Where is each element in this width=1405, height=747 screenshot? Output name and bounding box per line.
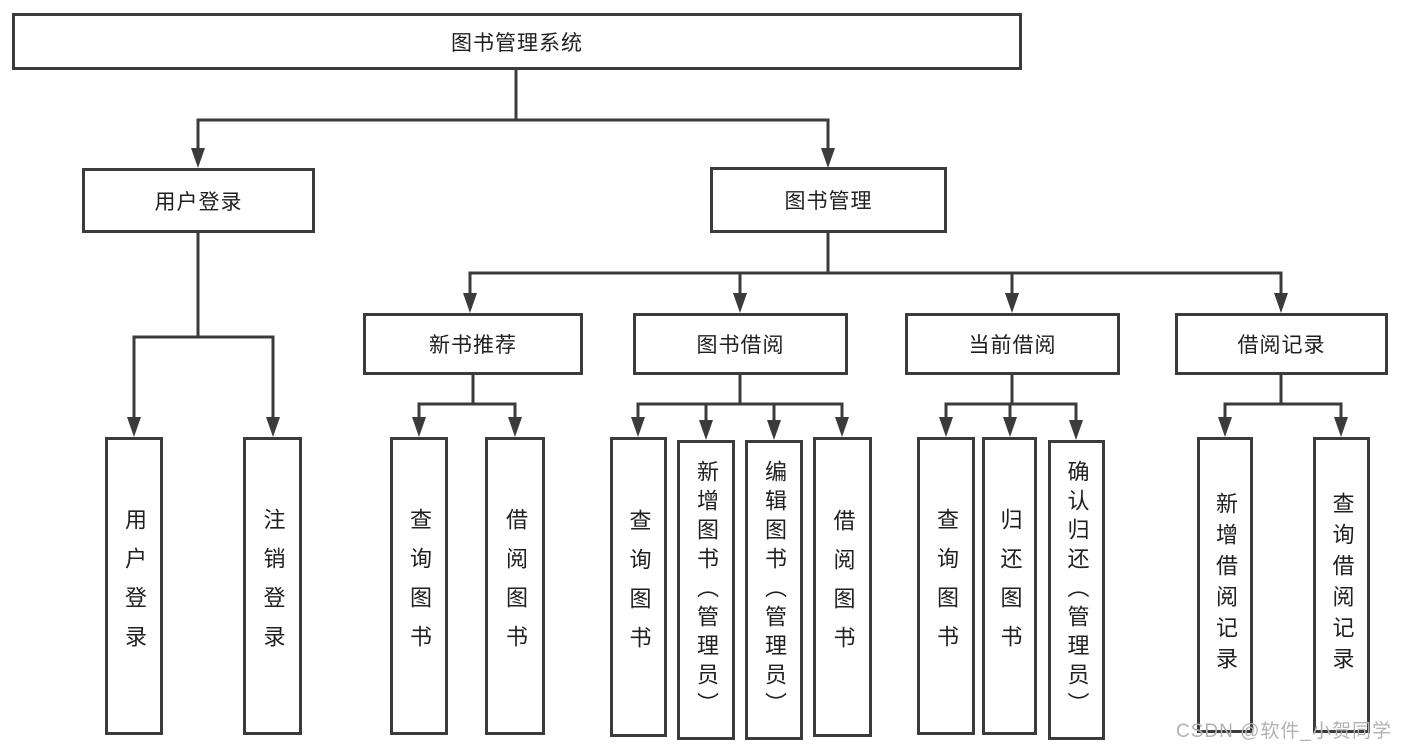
node-label: 图书管理 — [784, 190, 873, 213]
node-label: 用户登录 — [154, 190, 243, 214]
connector-bookborrow-to-leaves — [636, 375, 844, 424]
node-label: 图书借阅 — [696, 334, 785, 357]
connector-newbook-to-leaves — [417, 375, 517, 421]
leaf-user-login: 用户登录 — [105, 437, 163, 735]
node-library-management-system: 图书管理系统 — [12, 13, 1022, 70]
node-label: 编辑图书（管理员） — [762, 459, 787, 721]
leaf-query-borrow-record: 查询借阅记录 — [1313, 437, 1370, 733]
leaf-logout-login: 注销登录 — [243, 437, 302, 735]
leaf-borrow-books: 借阅图书 — [813, 437, 872, 737]
node-book-borrow: 图书借阅 — [633, 313, 848, 375]
arrow-down-icon — [127, 417, 141, 437]
node-label: 借阅图书 — [503, 508, 528, 664]
arrow-down-icon — [191, 148, 205, 168]
arrow-down-icon — [508, 417, 522, 437]
arrow-down-icon — [1069, 420, 1083, 440]
leaf-add-books-admin: 新增图书（管理员） — [677, 440, 735, 740]
node-borrow-records: 借阅记录 — [1175, 313, 1388, 375]
arrow-down-icon — [1003, 417, 1017, 437]
arrow-down-icon — [1218, 417, 1232, 437]
node-label: 新书推荐 — [429, 334, 517, 357]
node-user-login: 用户登录 — [82, 168, 315, 233]
node-label: 归还图书 — [997, 508, 1023, 664]
node-label: 新增借阅记录 — [1213, 492, 1238, 678]
arrow-down-icon — [699, 420, 713, 440]
node-label: 用户登录 — [122, 508, 147, 664]
arrow-down-icon — [412, 417, 426, 437]
leaf-return-books: 归还图书 — [982, 437, 1037, 735]
leaf-query-books-recommend: 查询图书 — [390, 437, 448, 735]
node-book-management: 图书管理 — [710, 167, 947, 233]
arrow-down-icon — [1005, 293, 1019, 313]
node-new-book-recommend: 新书推荐 — [363, 313, 583, 375]
leaf-add-borrow-record: 新增借阅记录 — [1197, 437, 1253, 733]
node-label: 查询图书 — [407, 508, 432, 664]
leaf-query-books-current: 查询图书 — [917, 437, 975, 735]
node-label: 确认归还（管理员） — [1064, 459, 1090, 721]
node-label: 当前借阅 — [968, 334, 1057, 357]
node-label: 注销登录 — [260, 508, 286, 664]
arrow-down-icon — [266, 417, 280, 437]
connector-userlogin-to-leaves — [132, 233, 275, 421]
leaf-confirm-return-admin: 确认归还（管理员） — [1048, 440, 1105, 740]
connector-root-to-level2 — [196, 70, 830, 152]
node-label: 借阅图书 — [830, 509, 856, 665]
node-label: 查询图书 — [626, 509, 652, 665]
arrow-down-icon — [463, 293, 477, 313]
node-current-borrow: 当前借阅 — [905, 313, 1120, 375]
arrow-down-icon — [939, 417, 953, 437]
connector-borrowrecords-to-leaves — [1223, 375, 1343, 421]
arrow-down-icon — [835, 417, 849, 437]
node-label: 查询图书 — [934, 508, 959, 664]
node-label: 借阅记录 — [1237, 334, 1326, 357]
arrow-down-icon — [767, 420, 781, 440]
arrow-down-icon — [821, 148, 835, 168]
csdn-watermark: CSDN @软件_小贺同学 — [1176, 721, 1392, 742]
arrow-down-icon — [1334, 417, 1348, 437]
leaf-borrow-books-recommend: 借阅图书 — [485, 437, 545, 735]
connector-bookmgmt-to-level3 — [468, 233, 1283, 297]
node-label: 图书管理系统 — [451, 31, 583, 55]
node-label: 查询借阅记录 — [1329, 492, 1355, 678]
arrow-down-icon — [1274, 293, 1288, 313]
node-label: 新增图书（管理员） — [694, 459, 719, 721]
arrow-down-icon — [733, 293, 747, 313]
leaf-query-books-borrow: 查询图书 — [610, 437, 667, 737]
connector-currentborrow-to-leaves — [944, 375, 1078, 424]
leaf-edit-books-admin: 编辑图书（管理员） — [745, 440, 803, 740]
arrow-down-icon — [631, 417, 645, 437]
